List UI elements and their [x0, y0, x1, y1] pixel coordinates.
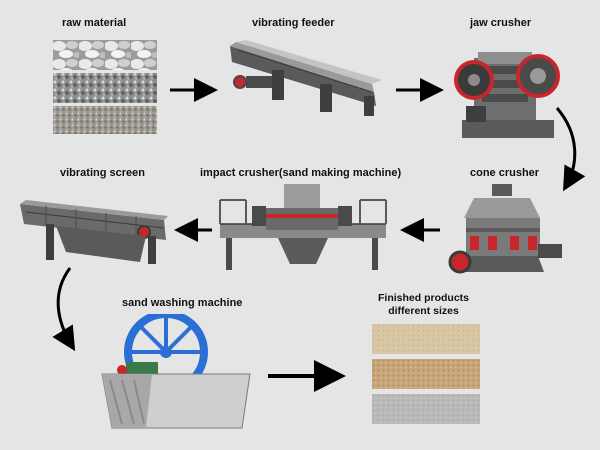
label-finished-products: Finished products different sizes — [378, 292, 469, 318]
sand-washing-machine — [100, 314, 252, 430]
grey-sand-swatch — [372, 394, 480, 424]
gravel-swatch — [53, 73, 157, 103]
label-finished-products-line2: different sizes — [388, 305, 459, 317]
finished-products-swatches — [372, 324, 480, 424]
label-cone-crusher: cone crusher — [470, 167, 540, 179]
impact-crusher-machine — [216, 184, 390, 272]
label-impact-crusher: impact crusher(sand making machine) — [200, 167, 402, 179]
raw-material-swatches — [53, 40, 157, 134]
label-vibrating-screen: vibrating screen — [60, 167, 145, 179]
pebble-swatch — [53, 40, 157, 70]
medium-sand-swatch — [372, 359, 480, 389]
label-jaw-crusher: jaw crusher — [470, 17, 532, 29]
fine-sand-swatch — [372, 324, 480, 354]
label-finished-products-line1: Finished products — [378, 292, 470, 304]
vibrating-feeder-machine — [224, 40, 384, 120]
crushed-stone-swatch — [53, 106, 157, 134]
vibrating-screen-machine — [16, 196, 176, 268]
label-vibrating-feeder: vibrating feeder — [252, 17, 335, 29]
label-raw-material: raw material — [62, 17, 127, 29]
arrow-jaw-to-cone — [555, 107, 586, 192]
cone-crusher-machine — [448, 184, 564, 288]
label-sand-washing-machine: sand washing machine — [122, 297, 243, 309]
jaw-crusher-machine — [452, 36, 562, 144]
arrow-screen-to-washer — [52, 267, 76, 352]
